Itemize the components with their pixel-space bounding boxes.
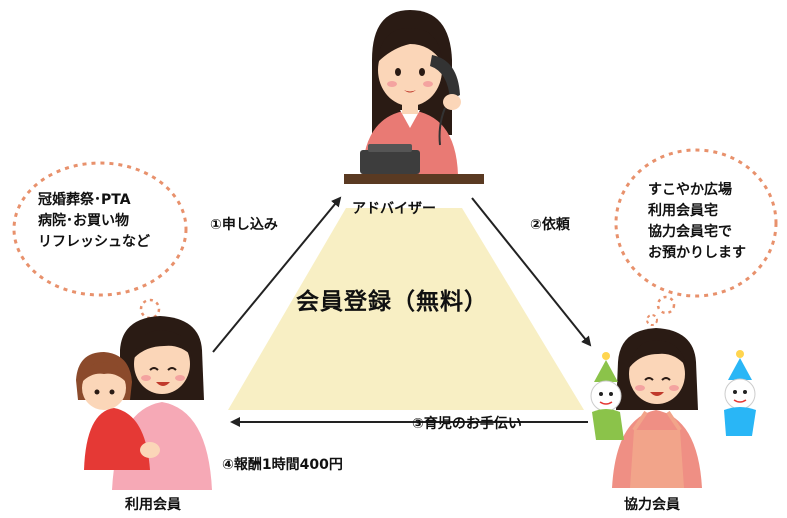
membership-registration-title: 会員登録（無料）: [296, 289, 488, 315]
right-bubble-line: 協力会員宅で: [648, 224, 732, 240]
helper-member-illustration: [590, 328, 756, 488]
membership-triangle: [228, 208, 584, 410]
left-bubble-line: 病院･お買い物: [38, 213, 129, 229]
left-speech-bubble: [12, 161, 188, 333]
step-request-label: ②依頼: [530, 217, 570, 233]
step-childcare-help-label: ③育児のお手伝い: [412, 416, 522, 432]
arrow-request: [471, 197, 592, 347]
right-bubble-line: すこやか広場: [648, 182, 732, 198]
advisor-illustration: [344, 10, 484, 184]
left-bubble-line: リフレッシュなど: [38, 234, 150, 250]
arrow-application: [212, 196, 342, 353]
right-bubble-text: すこやか広場 利用会員宅 協力会員宅で お預かりします: [648, 180, 746, 264]
right-bubble-line: 利用会員宅: [648, 203, 718, 219]
right-speech-bubble: [614, 148, 778, 326]
right-bubble-line: お預かりします: [648, 245, 746, 261]
advisor-label: アドバイザー: [352, 201, 436, 217]
left-bubble-line: 冠婚葬祭･PTA: [38, 192, 131, 208]
left-bubble-text: 冠婚葬祭･PTA 病院･お買い物 リフレッシュなど: [38, 190, 150, 253]
helper-member-label: 協力会員: [624, 497, 680, 513]
step-payment-label: ④報酬1時間400円: [222, 457, 343, 473]
user-member-illustration: [76, 316, 212, 490]
step-application-label: ①申し込み: [210, 217, 278, 233]
user-member-label: 利用会員: [125, 497, 181, 513]
